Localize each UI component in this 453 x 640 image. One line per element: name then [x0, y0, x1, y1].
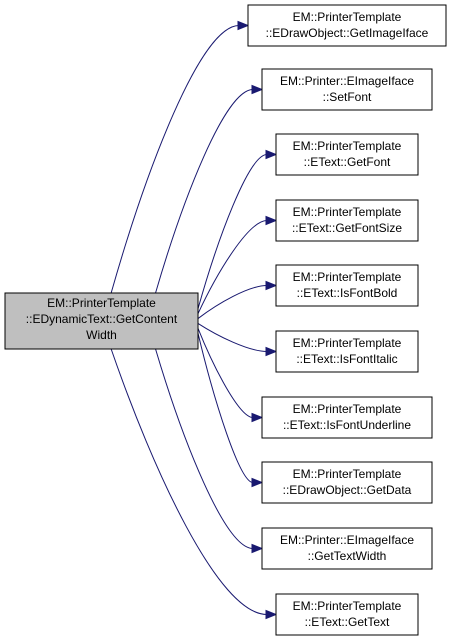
callee-node-box [275, 330, 419, 373]
call-edge [197, 328, 254, 418]
callee-node[interactable]: EM::PrinterTemplate ::EText::GetFontSize [275, 199, 419, 242]
callee-node-box [275, 593, 419, 636]
root-node-box [4, 292, 199, 350]
callee-node[interactable]: EM::PrinterTemplate ::EDrawObject::GetIm… [247, 4, 447, 47]
callee-node-box [275, 264, 419, 307]
arrowhead-icon [265, 346, 278, 357]
arrowhead-icon [251, 412, 264, 423]
callee-node-label-line-1: EM::PrinterTemplate [293, 467, 402, 481]
callee-node-label-line-1: EM::PrinterTemplate [293, 336, 402, 350]
callee-node[interactable]: EM::PrinterTemplate ::EText::IsFontBold [275, 264, 419, 307]
callee-node-label-line-2: ::EText::GetText [305, 615, 390, 629]
callee-node-label-line-1: EM::Printer::EImageIface [280, 74, 414, 88]
call-edge [110, 348, 268, 615]
callee-node[interactable]: EM::Printer::EImageIface ::GetTextWidth [261, 527, 433, 570]
callee-node[interactable]: EM::PrinterTemplate ::EText::IsFontUnder… [261, 396, 433, 439]
call-edge [197, 285, 268, 319]
arrowhead-icon [251, 477, 264, 488]
callee-node-label-line-1: EM::PrinterTemplate [293, 599, 402, 613]
callee-node-label-line-1: EM::PrinterTemplate [293, 270, 402, 284]
callee-node-box [275, 199, 419, 242]
root-node-label-line-2: ::EDynamicText::GetContent [26, 312, 178, 326]
callee-node[interactable]: EM::PrinterTemplate ::EText::GetText [275, 593, 419, 636]
call-edge [155, 348, 254, 549]
call-edge [197, 154, 268, 309]
callee-node-label-line-2: ::EText::GetFontSize [292, 221, 402, 235]
callee-node-label-line-2: ::GetTextWidth [308, 549, 387, 563]
call-edge [110, 25, 240, 294]
callee-node-label-line-2: ::SetFont [323, 90, 372, 104]
callee-node-label-line-1: EM::PrinterTemplate [293, 205, 402, 219]
callee-node-label-line-2: ::EText::IsFontItalic [296, 352, 397, 366]
callee-node-box [275, 133, 419, 176]
root-node[interactable]: EM::PrinterTemplate ::EDynamicText::GetC… [4, 292, 199, 350]
callee-node[interactable]: EM::PrinterTemplate ::EText::GetFont [275, 133, 419, 176]
callee-node-label-line-1: EM::Printer::EImageIface [280, 533, 414, 547]
callee-node-label-line-2: ::EText::IsFontBold [297, 286, 398, 300]
call-edge [197, 333, 254, 483]
callee-node-label-line-1: EM::PrinterTemplate [293, 10, 402, 24]
arrowhead-icon [251, 543, 264, 554]
call-edge [155, 89, 254, 294]
root-node-label-line-3: Width [86, 328, 117, 342]
callee-node-label-line-2: ::EDrawObject::GetImageIface [266, 26, 429, 40]
callee-node[interactable]: EM::Printer::EImageIface ::SetFont [261, 68, 433, 111]
callee-node-label-line-1: EM::PrinterTemplate [293, 139, 402, 153]
callee-node-label-line-2: ::EText::IsFontUnderline [283, 418, 411, 432]
call-edge [197, 323, 268, 352]
arrowhead-icon [251, 84, 264, 95]
callee-node-box [261, 527, 433, 570]
arrowhead-icon [265, 280, 278, 291]
call-edges [110, 20, 278, 620]
callee-node-label-line-1: EM::PrinterTemplate [293, 402, 402, 416]
arrowhead-icon [265, 149, 278, 160]
callee-node-box [247, 4, 447, 47]
callee-node-box [261, 68, 433, 111]
callee-node-label-line-2: ::EDrawObject::GetData [283, 483, 412, 497]
callee-node-label-line-2: ::EText::GetFont [304, 155, 391, 169]
callee-node[interactable]: EM::PrinterTemplate ::EText::IsFontItali… [275, 330, 419, 373]
root-node-label-line-1: EM::PrinterTemplate [47, 296, 156, 310]
callee-node[interactable]: EM::PrinterTemplate ::EDrawObject::GetDa… [261, 461, 433, 504]
callee-node-box [261, 461, 433, 504]
arrowhead-icon [265, 609, 278, 620]
call-edge [197, 220, 268, 314]
callee-node-box [261, 396, 433, 439]
arrowhead-icon [265, 215, 278, 226]
arrowhead-icon [237, 20, 250, 31]
